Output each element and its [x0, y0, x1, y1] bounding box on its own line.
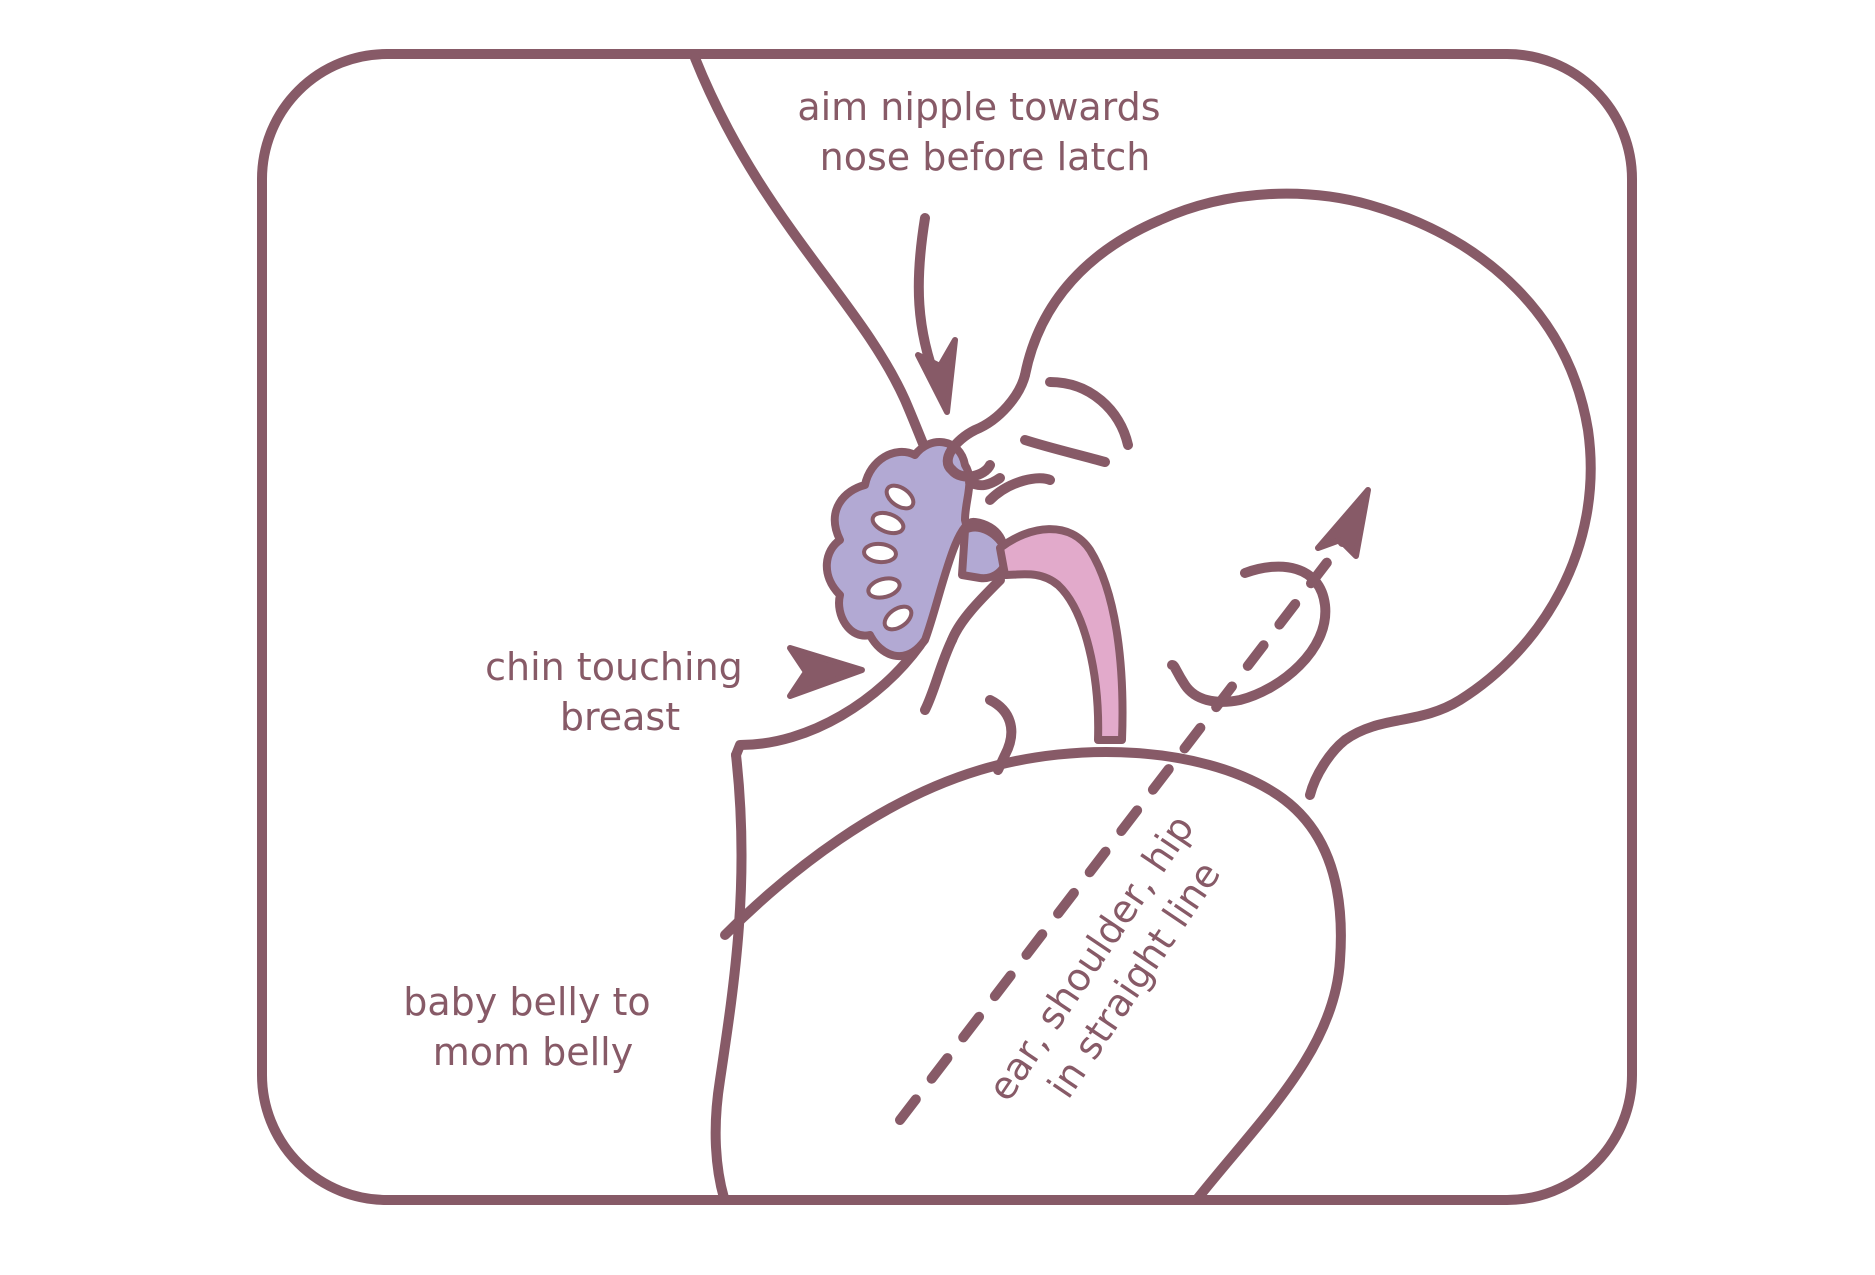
belly-label: baby belly to mom belly — [403, 980, 663, 1074]
milk-duct — [882, 604, 914, 632]
milk-duct — [866, 576, 902, 600]
baby-lower-lip — [947, 575, 1005, 645]
baby-eyebrow — [1045, 377, 1133, 450]
chin-label-line: breast — [560, 695, 680, 739]
baby-tongue — [996, 525, 1127, 744]
baby-chin — [920, 635, 957, 715]
milk-duct — [870, 510, 906, 536]
milk-ducts — [862, 483, 916, 632]
baby-nose — [942, 370, 1030, 482]
baby-eye — [1020, 435, 1110, 467]
baby-cheek — [985, 473, 1055, 505]
chin-label: chin touching breast — [485, 645, 755, 739]
chin-label-line: chin touching — [485, 645, 743, 689]
alignment-arrowhead — [1315, 487, 1371, 559]
belly-label-line: baby belly to — [403, 980, 650, 1024]
mother-breast-lower-outline — [731, 640, 925, 760]
chin-arrow — [787, 645, 865, 699]
nose-arrow-head — [915, 337, 958, 415]
baby-head-outline — [1020, 188, 1596, 800]
alignment-dashed-line — [895, 530, 1353, 1125]
areola — [822, 438, 1008, 661]
nipple-label: aim nipple towards nose before latch — [797, 85, 1172, 179]
baby-ear — [1167, 561, 1331, 707]
belly-label-line: mom belly — [433, 1030, 633, 1074]
baby-jaw — [985, 695, 1017, 775]
milk-duct — [884, 483, 916, 511]
nipple-label-line: nose before latch — [820, 135, 1151, 179]
nipple-label-line: aim nipple towards — [797, 85, 1160, 129]
baby-upper-lip — [965, 473, 1005, 491]
baby-shoulder-outline — [720, 747, 1346, 1203]
mother-body-outline — [710, 750, 747, 1203]
alignment-label: ear, shoulder, hip in straight line — [979, 797, 1249, 1136]
diagram-frame — [257, 49, 1637, 1205]
milk-duct — [862, 541, 898, 565]
